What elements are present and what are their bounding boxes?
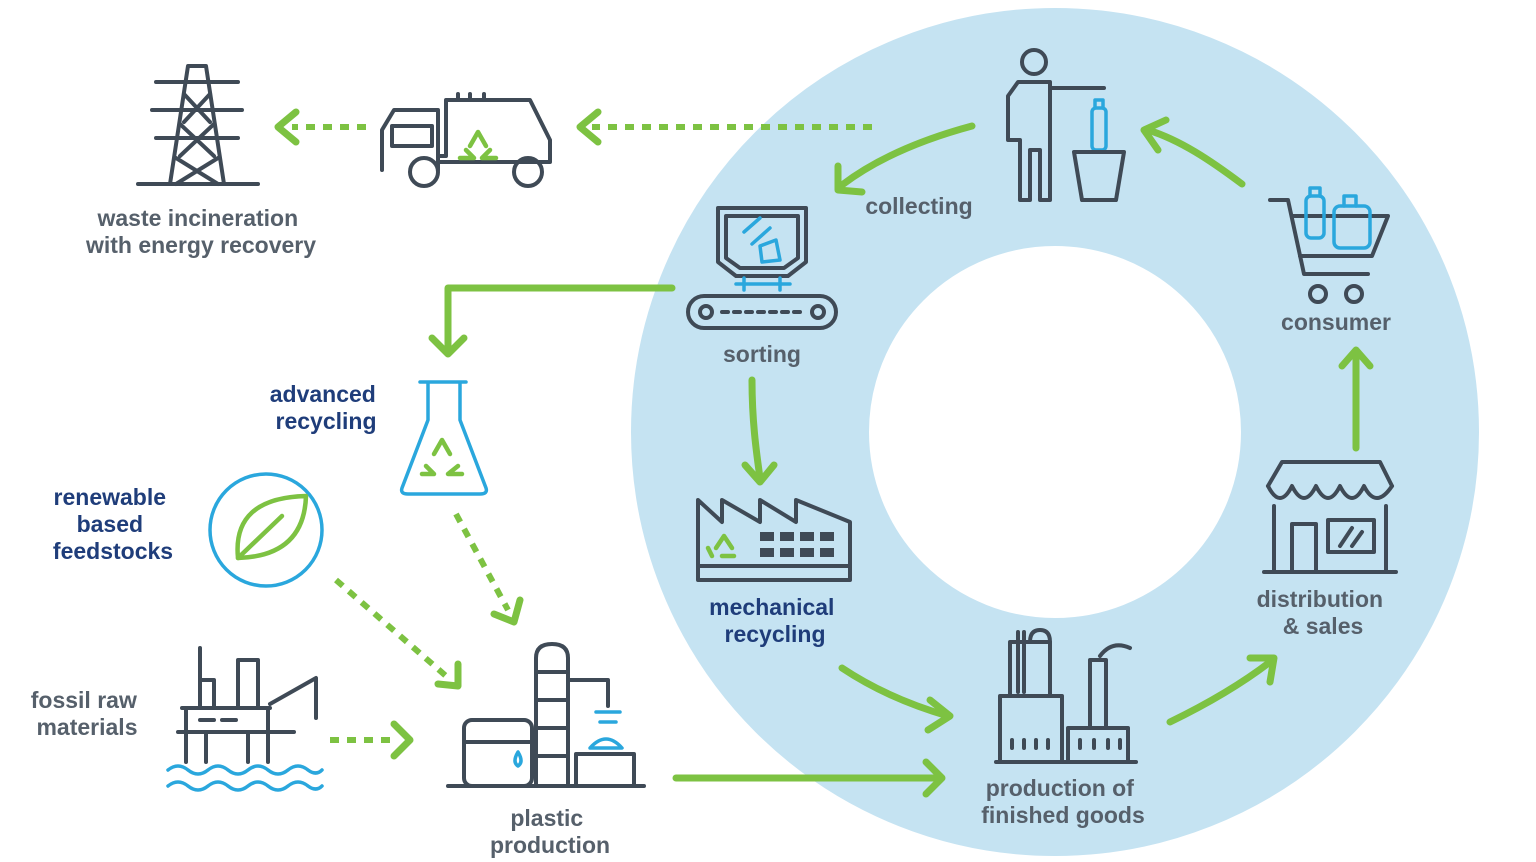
label-renewable-line-1: renewable — [54, 484, 167, 510]
label-consumer: consumer — [1281, 309, 1391, 335]
label-plastic-line-2: production — [490, 832, 610, 858]
label-plastic-line-1: plastic — [510, 805, 583, 831]
svg-text:renewable based fe: renewable based feedstocks — [53, 484, 173, 564]
label-advanced-line-2: recycling — [276, 408, 377, 434]
label-collecting-line: collecting — [865, 193, 972, 219]
svg-text:sorting: sorting — [723, 341, 801, 367]
label-fossil-line-1: fossil raw — [31, 687, 137, 713]
svg-text:plastic production: plastic production — [490, 805, 610, 858]
arrow-collection-to-truck — [576, 108, 872, 146]
leaf-circle-icon — [208, 472, 324, 588]
svg-text:consumer: consumer — [1281, 309, 1391, 335]
label-consumer-line: consumer — [1281, 309, 1391, 335]
svg-text:collecting: collecting — [865, 193, 972, 219]
svg-text:waste incineration with: waste incineration with energy recovery — [85, 205, 316, 258]
garbage-truck-icon — [380, 92, 552, 188]
arrow-mechanical-to-production — [838, 664, 954, 734]
label-fossil: fossil raw materials — [31, 687, 144, 740]
store-icon — [1262, 460, 1398, 574]
svg-text:distribution & sales: distribution & sales — [1257, 586, 1390, 639]
label-plastic: plastic production — [490, 805, 610, 858]
arrow-distribution-to-consumer — [1338, 346, 1374, 452]
label-mechanical-line-1: mechanical — [709, 594, 834, 620]
arrow-advanced-to-plastic — [453, 512, 524, 626]
label-distribution-line-2: & sales — [1283, 613, 1364, 639]
label-mechanical: mechanical recycling — [709, 594, 841, 647]
conveyor-sorting-icon — [686, 206, 838, 330]
svg-text:advanced recycling: advanced recycling — [270, 381, 383, 434]
arrow-sorting-to-advanced — [428, 284, 676, 358]
arrow-production-to-distribution — [1166, 654, 1278, 726]
svg-text:production of finished g: production of finished goods — [981, 775, 1145, 828]
label-distribution: distribution & sales — [1257, 586, 1390, 639]
arrow-consumer-to-collecting — [1140, 116, 1246, 188]
label-advanced-line-1: advanced — [270, 381, 376, 407]
arrow-sorting-to-mechanical — [741, 376, 778, 486]
svg-text:fossil raw materials: fossil raw materials — [31, 687, 144, 740]
circular-ring — [631, 8, 1479, 856]
label-waste-line-2: with energy recovery — [85, 232, 316, 258]
power-tower-icon — [136, 64, 260, 186]
label-collecting: collecting — [865, 193, 972, 219]
label-mechanical-line-2: recycling — [725, 621, 826, 647]
label-sorting: sorting — [723, 341, 801, 367]
svg-text:mechanical recycling: mechanical recycling — [709, 594, 841, 647]
label-renewable-line-2: based — [77, 511, 143, 537]
label-production-line-1: production of — [986, 775, 1135, 801]
label-advanced: advanced recycling — [270, 381, 383, 434]
plastic-plant-icon — [446, 642, 646, 788]
oil-rig-icon — [166, 646, 324, 792]
label-fossil-line-2: materials — [36, 714, 137, 740]
label-renewable-line-3: feedstocks — [53, 538, 173, 564]
label-sorting-line: sorting — [723, 341, 801, 367]
label-renewable: renewable based feedstocks — [53, 484, 173, 564]
arrow-fossil-to-plastic — [330, 720, 414, 760]
arrow-renewable-to-plastic — [334, 577, 462, 690]
arrow-collecting-to-sorting — [834, 122, 976, 196]
label-distribution-line-1: distribution — [1257, 586, 1383, 612]
shopping-cart-icon — [1268, 186, 1390, 304]
recycling-factory-icon — [696, 498, 852, 582]
flask-recycle-icon — [399, 380, 489, 496]
label-production: production of finished goods — [981, 775, 1145, 828]
arrow-truck-to-incineration — [274, 108, 366, 146]
arrow-plastic-to-production — [672, 758, 946, 798]
factory-plant-icon — [994, 628, 1138, 764]
label-waste-line-1: waste incineration — [96, 205, 298, 231]
person-trash-bin-icon — [1006, 48, 1126, 202]
label-production-line-2: finished goods — [981, 802, 1145, 828]
label-waste: waste incineration with energy recovery — [85, 205, 316, 258]
